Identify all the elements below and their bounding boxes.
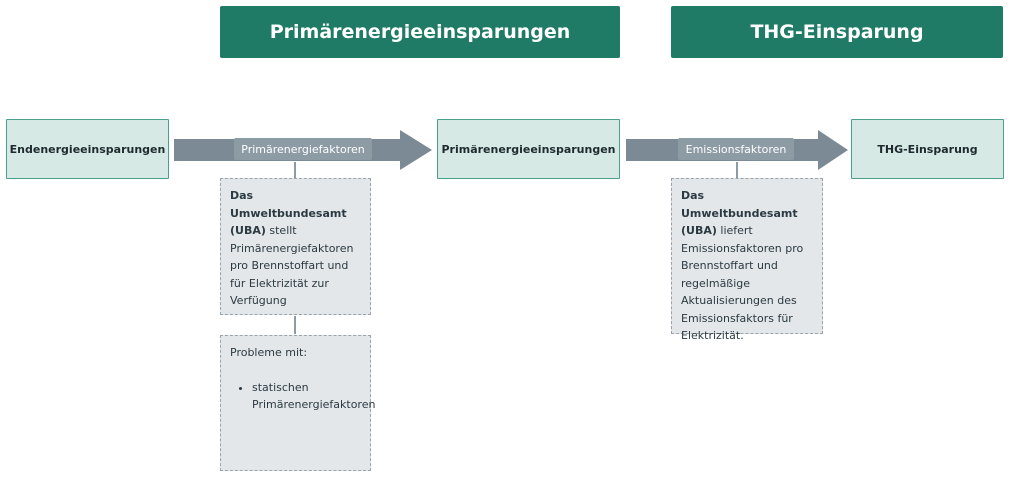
note-text: liefert Emissionsfaktoren pro Brennstoff… xyxy=(681,224,804,342)
note-problems: Probleme mit: statischen Primärenergiefa… xyxy=(220,335,375,471)
note-text: stellt Primärenergiefaktoren pro Brennst… xyxy=(230,224,354,307)
arrow-emission-factors: Emissionsfaktoren xyxy=(626,130,848,170)
connector-line xyxy=(294,162,296,178)
arrow-primary-energy-factors: Primärenergiefaktoren xyxy=(174,130,432,170)
header-ghg-savings: THG-Einsparung xyxy=(671,6,1003,58)
note-problems-title: Probleme mit: xyxy=(230,346,308,359)
arrow-label-emission-factors: Emissionsfaktoren xyxy=(678,138,794,160)
node-primary-energy-savings: Primärenergieeinsparungen xyxy=(437,119,620,179)
connector-line xyxy=(294,316,296,334)
problems-list-item: statischen Primärenergiefaktoren xyxy=(252,379,375,414)
note-bold-text: Das Umweltbundesamt (UBA) xyxy=(230,189,347,237)
note-uba-primary-factors: Das Umweltbundesamt (UBA) stellt Primäre… xyxy=(220,178,371,315)
node-final-energy-savings: Endenergieeinsparungen xyxy=(6,119,169,179)
note-bold-text: Das Umweltbundesamt (UBA) xyxy=(681,189,798,237)
arrow-label-primary-energy-factors: Primärenergiefaktoren xyxy=(234,138,372,160)
node-ghg-savings: THG-Einsparung xyxy=(851,119,1004,179)
header-primary-energy-savings: Primärenergieeinsparungen xyxy=(220,6,620,58)
connector-line xyxy=(736,162,738,178)
problems-list: statischen Primärenergiefaktoren xyxy=(230,379,375,414)
note-uba-emission-factors: Das Umweltbundesamt (UBA) liefert Emissi… xyxy=(671,178,823,342)
